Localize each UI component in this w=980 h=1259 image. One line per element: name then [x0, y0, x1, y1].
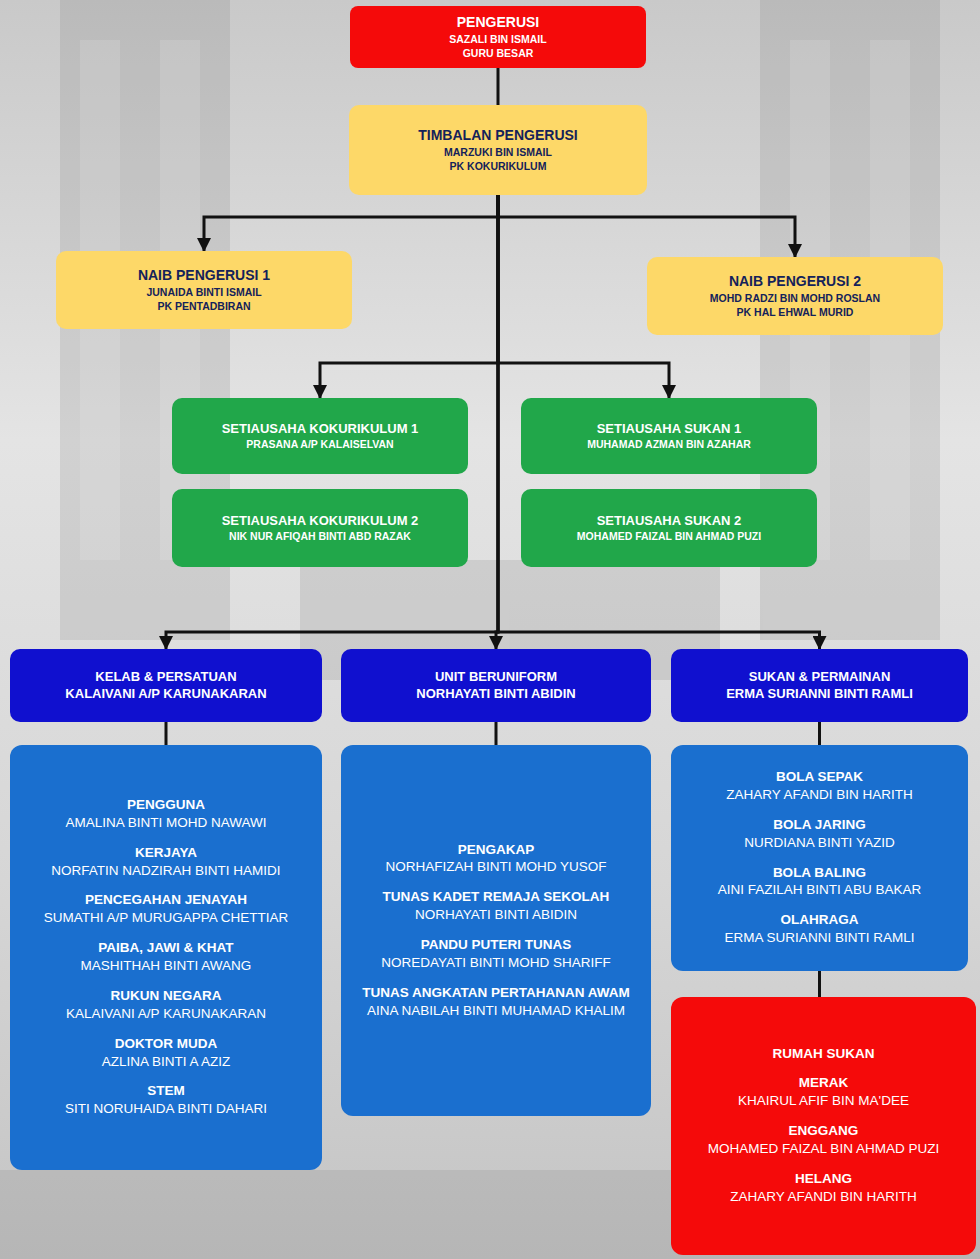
secretary-box: SETIAUSAHA SUKAN 2MOHAMED FAIZAL BIN AHM… — [521, 489, 817, 567]
person-line: MOHAMED FAIZAL BIN AHMAD PUZI — [577, 530, 761, 543]
person-line: PK HAL EHWAL MURID — [737, 306, 854, 319]
deputy-chairman-box: TIMBALAN PENGERUSIMARZUKI BIN ISMAILPK K… — [349, 105, 647, 195]
activity-name: BOLA SEPAK — [776, 769, 863, 786]
teacher-name: AINI FAZILAH BINTI ABU BAKAR — [718, 882, 921, 899]
teacher-name: NORHAFIZAH BINTI MOHD YUSOF — [385, 859, 606, 876]
box-heading: PENGERUSI — [457, 14, 539, 32]
person-line: PK KOKURIKULUM — [450, 160, 547, 173]
club-list-box: PENGGUNAAMALINA BINTI MOHD NAWAWI KERJAYA… — [10, 745, 322, 1170]
connector — [165, 722, 168, 745]
activity-name: PENCEGAHAN JENAYAH — [85, 892, 247, 909]
activity-name: PAIBA, JAWI & KHAT — [98, 940, 233, 957]
secretary-box: SETIAUSAHA KOKURIKULUM 1PRASANA A/P KALA… — [172, 398, 468, 474]
person-line: MUHAMAD AZMAN BIN AZAHAR — [587, 438, 751, 451]
teacher-name: SUMATHI A/P MURUGAPPA CHETTIAR — [44, 910, 289, 927]
sport-list-box: BOLA SEPAKZAHARY AFANDI BIN HARITH BOLA J… — [671, 745, 968, 971]
box-heading: NAIB PENGERUSI 1 — [138, 267, 270, 285]
person-line: PK PENTADBIRAN — [157, 300, 250, 313]
activity-name: BOLA JARING — [773, 817, 866, 834]
person-line: MARZUKI BIN ISMAIL — [444, 146, 552, 159]
unit-line: UNIT BERUNIFORM — [435, 669, 557, 685]
unit-line: NORHAYATI BINTI ABIDIN — [416, 686, 575, 702]
person-line: SAZALI BIN ISMAIL — [449, 33, 546, 46]
activity-name: KERJAYA — [135, 845, 197, 862]
connector — [498, 195, 795, 257]
teacher-name: AMALINA BINTI MOHD NAWAWI — [65, 815, 266, 832]
box-heading: SETIAUSAHA SUKAN 2 — [597, 513, 742, 529]
person-line: PRASANA A/P KALAISELVAN — [246, 438, 393, 451]
box-heading: TIMBALAN PENGERUSI — [418, 127, 577, 145]
teacher-name: AZLINA BINTI A AZIZ — [102, 1054, 230, 1071]
person-line: JUNAIDA BINTI ISMAIL — [146, 286, 261, 299]
unit-line: KELAB & PERSATUAN — [95, 669, 236, 685]
teacher-name: NORHAYATI BINTI ABIDIN — [415, 907, 577, 924]
unit-line: SUKAN & PERMAINAN — [749, 669, 891, 685]
person-line: NIK NUR AFIQAH BINTI ABD RAZAK — [229, 530, 411, 543]
teacher-name: SITI NORUHAIDA BINTI DAHARI — [65, 1101, 267, 1118]
person-line: MOHD RADZI BIN MOHD ROSLAN — [710, 292, 880, 305]
unit-head-box: UNIT BERUNIFORMNORHAYATI BINTI ABIDIN — [341, 649, 651, 722]
teacher-name: ZAHARY AFANDI BIN HARITH — [726, 787, 912, 804]
activity-name: BOLA BALING — [773, 865, 866, 882]
vice-chairman-box: NAIB PENGERUSI 2MOHD RADZI BIN MOHD ROSL… — [647, 257, 943, 335]
vice-chairman-box: NAIB PENGERUSI 1JUNAIDA BINTI ISMAILPK P… — [56, 251, 352, 329]
teacher-name: KALAIVANI A/P KARUNAKARAN — [66, 1006, 266, 1023]
activity-name: HELANG — [795, 1171, 852, 1188]
activity-name: PENGGUNA — [127, 797, 205, 814]
connector — [818, 722, 821, 745]
teacher-name: ERMA SURIANNI BINTI RAMLI — [725, 930, 915, 947]
unit-line: KALAIVANI A/P KARUNAKARAN — [65, 686, 266, 702]
teacher-name: ZAHARY AFANDI BIN HARITH — [730, 1189, 916, 1206]
activity-name: TUNAS KADET REMAJA SEKOLAH — [383, 889, 610, 906]
activity-name: TUNAS ANGKATAN PERTAHANAN AWAM — [362, 985, 629, 1002]
activity-name: MERAK — [799, 1075, 849, 1092]
teacher-name: NOREDAYATI BINTI MOHD SHARIFF — [381, 955, 611, 972]
sport-house-box: RUMAH SUKAN MERAKKHAIRUL AFIF BIN MA'DEE E… — [671, 997, 976, 1255]
activity-name: PENGAKAP — [458, 842, 535, 859]
teacher-name: NORFATIN NADZIRAH BINTI HAMIDI — [51, 863, 280, 880]
connector — [204, 195, 498, 251]
teacher-name: NURDIANA BINTI YAZID — [744, 835, 894, 852]
box-heading: RUMAH SUKAN — [773, 1046, 875, 1063]
unit-head-box: SUKAN & PERMAINANERMA SURIANNI BINTI RAM… — [671, 649, 968, 722]
box-heading: SETIAUSAHA KOKURIKULUM 1 — [222, 421, 419, 437]
secretary-box: SETIAUSAHA KOKURIKULUM 2NIK NUR AFIQAH B… — [172, 489, 468, 567]
connector — [498, 195, 669, 398]
teacher-name: MOHAMED FAIZAL BIN AHMAD PUZI — [708, 1141, 939, 1158]
activity-name: ENGGANG — [789, 1123, 859, 1140]
activity-name: DOKTOR MUDA — [115, 1036, 218, 1053]
box-heading: SETIAUSAHA KOKURIKULUM 2 — [222, 513, 419, 529]
chairman-box: PENGERUSISAZALI BIN ISMAILGURU BESAR — [350, 6, 646, 68]
activity-name: RUKUN NEGARA — [111, 988, 222, 1005]
unit-head-box: KELAB & PERSATUANKALAIVANI A/P KARUNAKAR… — [10, 649, 322, 722]
unit-line: ERMA SURIANNI BINTI RAMLI — [726, 686, 913, 702]
activity-name: STEM — [147, 1083, 185, 1100]
connector — [497, 68, 500, 105]
uniform-list-box: PENGAKAPNORHAFIZAH BINTI MOHD YUSOF TUNAS… — [341, 745, 651, 1116]
secretary-box: SETIAUSAHA SUKAN 1MUHAMAD AZMAN BIN AZAH… — [521, 398, 817, 474]
box-heading: NAIB PENGERUSI 2 — [729, 273, 861, 291]
person-line: GURU BESAR — [463, 47, 534, 60]
teacher-name: AINA NABILAH BINTI MUHAMAD KHALIM — [367, 1003, 625, 1020]
box-heading: SETIAUSAHA SUKAN 1 — [597, 421, 742, 437]
building-windows — [80, 40, 910, 560]
teacher-name: MASHITHAH BINTI AWANG — [81, 958, 252, 975]
activity-name: PANDU PUTERI TUNAS — [421, 937, 572, 954]
connector — [818, 971, 821, 997]
connector — [495, 722, 498, 745]
teacher-name: KHAIRUL AFIF BIN MA'DEE — [738, 1093, 909, 1110]
activity-name: OLAHRAGA — [781, 912, 859, 929]
